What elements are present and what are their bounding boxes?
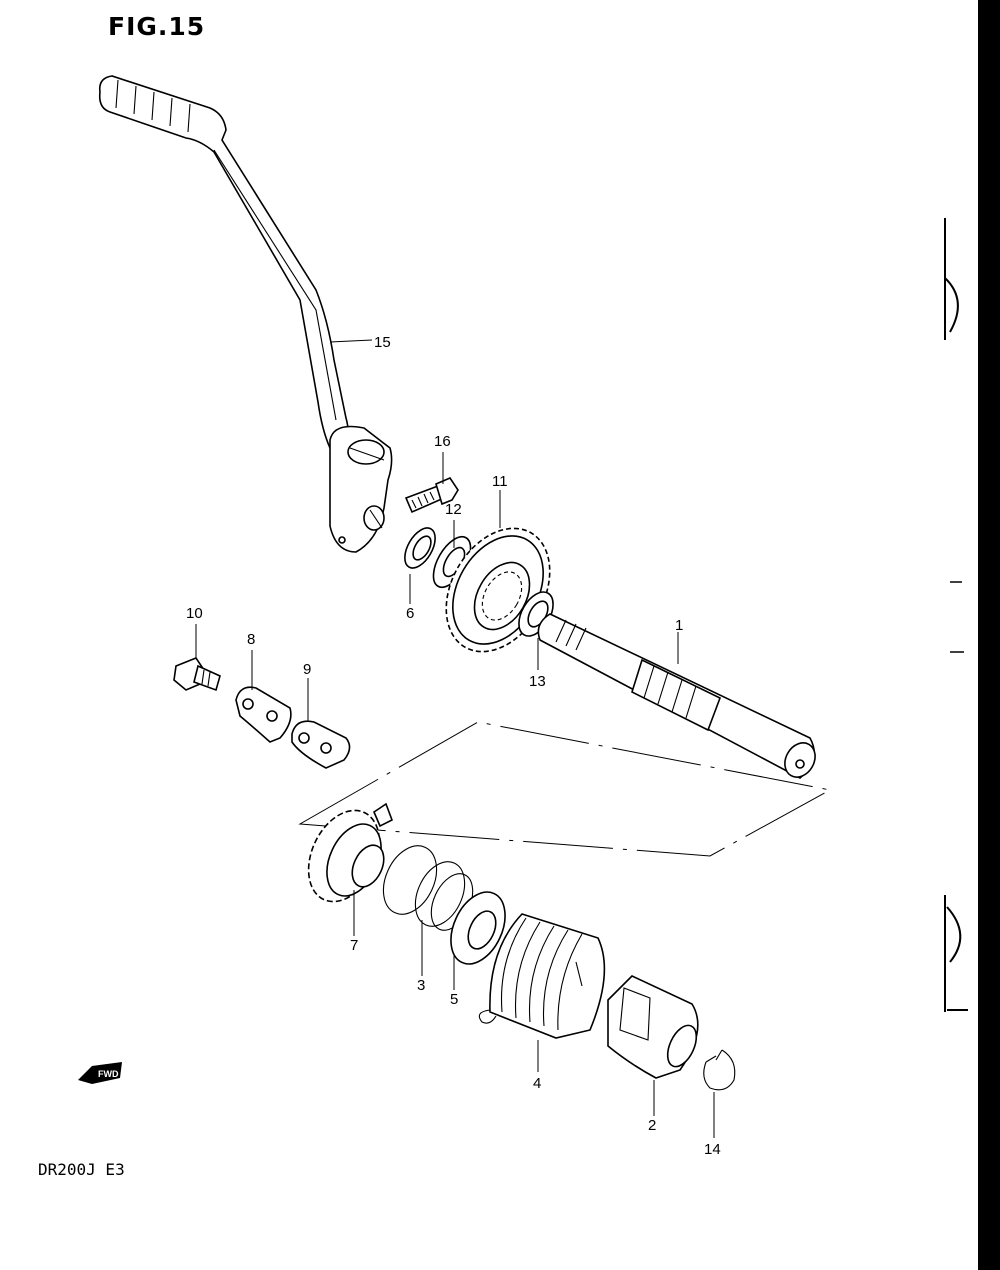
kick-drive-gear-11 [445, 527, 551, 653]
callout-7: 7 [350, 937, 358, 954]
washer-5 [450, 891, 506, 965]
callout-6: 6 [406, 605, 414, 622]
guide-2 [607, 975, 699, 1079]
callout-2: 2 [648, 1117, 656, 1134]
oil-seal-6 [404, 527, 436, 569]
assembly-outline [298, 721, 832, 857]
kick-starter-shaft-1 [537, 613, 816, 779]
callout-12: 12 [445, 501, 462, 518]
callout-9: 9 [303, 661, 311, 678]
circlip-14 [703, 1049, 736, 1091]
guide-plate-8 [235, 686, 292, 743]
driven-gear-7 [307, 802, 394, 903]
fwd-badge-text: FWD [98, 1069, 119, 1079]
guide-plate-9 [291, 720, 351, 769]
figure-title: FIG.15 [108, 12, 206, 41]
kick-starter-lever [98, 75, 393, 553]
callout-10: 10 [186, 605, 203, 622]
callout-13: 13 [529, 673, 546, 690]
scan-edge-marks [944, 218, 968, 1012]
callout-16: 16 [434, 433, 451, 450]
callout-5: 5 [450, 991, 458, 1008]
fwd-arrow-icon: FWD [78, 1062, 122, 1084]
callout-15: 15 [374, 334, 391, 351]
callout-4: 4 [533, 1075, 541, 1092]
model-code: DR200J E3 [38, 1160, 125, 1179]
return-spring-4 [478, 913, 606, 1039]
callout-8: 8 [247, 631, 255, 648]
leader-lines [195, 339, 715, 1138]
scan-edge-bar [978, 0, 1000, 1270]
callout-1: 1 [675, 617, 683, 634]
callout-11: 11 [492, 473, 508, 490]
callout-3: 3 [417, 977, 425, 994]
bolt-16 [404, 477, 459, 514]
callout-14: 14 [704, 1141, 721, 1158]
bolt-10 [173, 657, 221, 692]
